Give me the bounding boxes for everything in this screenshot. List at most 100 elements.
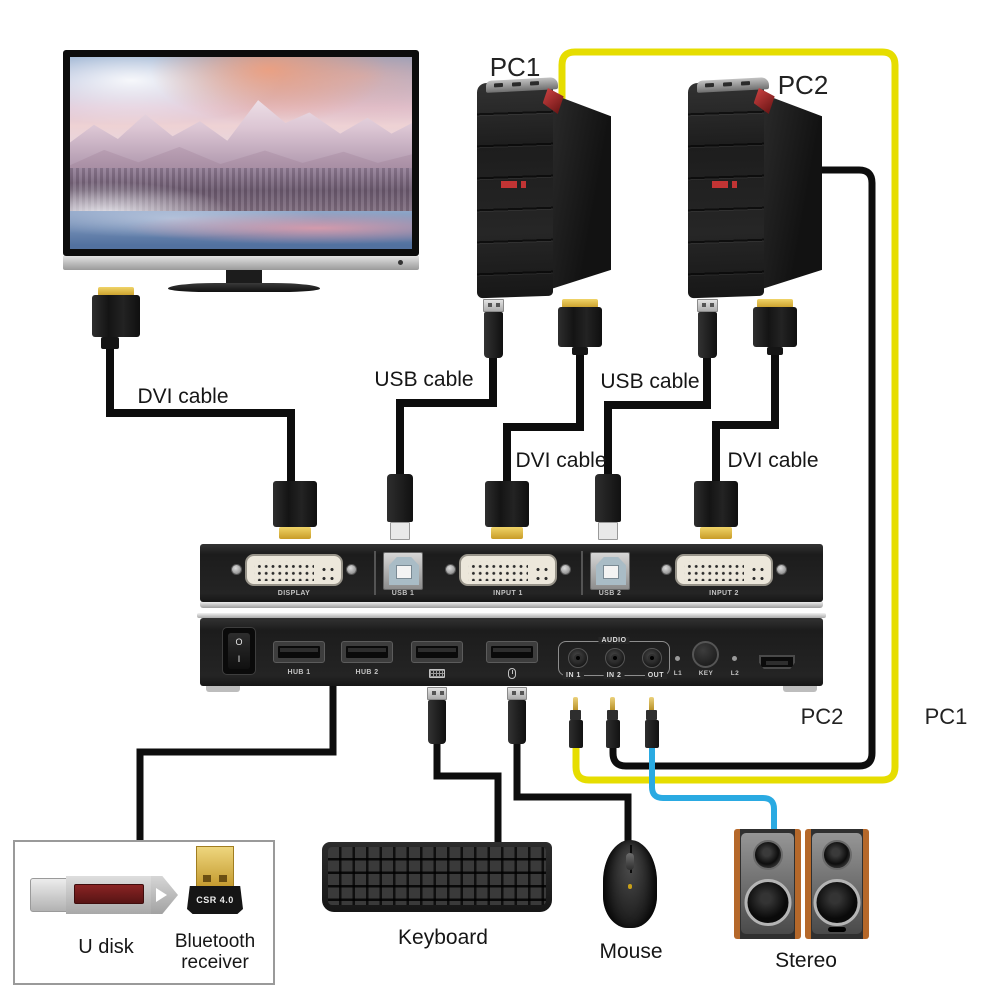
usb-plug-usb2 bbox=[595, 474, 621, 522]
speaker-left bbox=[734, 829, 801, 939]
dvi-connector-pc2 bbox=[753, 307, 797, 347]
audio-out-jack bbox=[642, 648, 662, 668]
speaker-right-tweeter bbox=[822, 840, 852, 870]
pc1-label: PC1 bbox=[489, 52, 541, 82]
usb1-port-label: USB 1 bbox=[391, 590, 415, 597]
cable-dvi-pc1 bbox=[503, 350, 584, 488]
hub2-port bbox=[341, 641, 393, 663]
dvi-cable-label-pc1: DVI cable bbox=[515, 449, 607, 472]
speaker-left-tweeter bbox=[752, 840, 783, 870]
in2-jack-label: IN 2 bbox=[603, 672, 625, 679]
dvi-cable-label-pc2: DVI cable bbox=[727, 449, 819, 472]
input2-screw-left bbox=[661, 564, 672, 575]
usb-connector-pc1-tip bbox=[483, 299, 504, 312]
cable-usb-pc1 bbox=[396, 356, 497, 478]
dvi-connector-pc2-tip bbox=[757, 299, 793, 308]
pc1-front-panel bbox=[477, 80, 554, 299]
pc2-tower bbox=[688, 77, 822, 299]
in1-jack-label: IN 1 bbox=[563, 672, 584, 679]
speaker-right bbox=[805, 829, 869, 939]
input2-dvi-port bbox=[675, 554, 773, 586]
cable-mouse bbox=[513, 740, 632, 848]
bluetooth-dongle-usb bbox=[196, 846, 234, 888]
udisk-stripe bbox=[74, 884, 144, 904]
dvi-connector-tv-neck bbox=[101, 337, 119, 349]
pc1-logo bbox=[501, 180, 538, 188]
hub1-port-label: HUB 1 bbox=[287, 669, 311, 676]
mouse-port bbox=[486, 641, 538, 663]
display-screw-right bbox=[346, 564, 357, 575]
audio-plug-in2 bbox=[606, 720, 620, 748]
pc2-cable-label: PC2 bbox=[800, 704, 844, 729]
display-screw-left bbox=[231, 564, 242, 575]
display-dvi-port bbox=[245, 554, 343, 586]
keyboard-label: Keyboard bbox=[398, 926, 488, 949]
udisk-label: U disk bbox=[78, 936, 134, 958]
dvi-cable-label-tv: DVI cable bbox=[137, 385, 229, 408]
dvi-connector-tv bbox=[92, 295, 140, 337]
bluetooth-label-line2: receiver bbox=[181, 952, 249, 973]
tv-stand-base bbox=[168, 283, 320, 292]
display-port-label: DISPLAY bbox=[277, 590, 311, 597]
mouse-scroll-wheel bbox=[626, 853, 634, 870]
dvi-connector-tv-tip bbox=[98, 287, 134, 296]
input1-screw-left bbox=[445, 564, 456, 575]
bluetooth-dongle-body: CSR 4.0 bbox=[187, 886, 243, 914]
usb2-port-label: USB 2 bbox=[598, 590, 622, 597]
cable-audio-pc2-loop bbox=[609, 166, 876, 770]
audio-plug-in1-pin bbox=[573, 697, 578, 710]
audio-plug-out bbox=[645, 720, 659, 748]
pc1-cable-label: PC1 bbox=[924, 704, 968, 729]
stereo-label: Stereo bbox=[775, 949, 837, 972]
pc1-tower bbox=[477, 77, 611, 299]
hub2-port-label: HUB 2 bbox=[355, 669, 379, 676]
usb-connector-pc2-tip bbox=[697, 299, 718, 312]
audio-section: AUDIO IN 1 IN 2 OUT bbox=[558, 637, 670, 679]
l1-led bbox=[675, 656, 680, 661]
dvi-plug-input1 bbox=[485, 481, 529, 527]
usb-cable-label-pc2: USB cable bbox=[600, 370, 700, 393]
dvi-connector-pc1-neck bbox=[572, 347, 588, 355]
pc2-label: PC2 bbox=[777, 70, 829, 100]
cable-keyboard bbox=[433, 740, 502, 848]
cable-dvi-pc2 bbox=[712, 350, 779, 488]
dvi-plug-input2 bbox=[694, 481, 738, 527]
input1-screw-right bbox=[560, 564, 571, 575]
usb-connector-pc1 bbox=[484, 312, 503, 358]
tv-monitor bbox=[63, 50, 419, 256]
usb-plug-usb1-tip bbox=[390, 522, 410, 540]
pc2-logo bbox=[712, 180, 749, 188]
input2-screw-right bbox=[776, 564, 787, 575]
mouse-usb-plug bbox=[508, 700, 526, 744]
keyboard bbox=[322, 842, 552, 912]
micro-usb-port bbox=[759, 655, 795, 669]
tv-stand-neck bbox=[226, 270, 262, 283]
keyboard-usb-plug-tip bbox=[427, 687, 447, 700]
mouse-icon bbox=[508, 668, 516, 679]
dvi-plug-input2-tip bbox=[700, 527, 732, 539]
speaker-right-woofer bbox=[813, 879, 861, 926]
audio-plug-out-pin bbox=[649, 697, 654, 710]
dvi-plug-display bbox=[273, 481, 317, 527]
l1-led-label: L1 bbox=[673, 670, 683, 677]
dvi-plug-input1-tip bbox=[491, 527, 523, 539]
dvi-connector-pc1-tip bbox=[562, 299, 598, 308]
bluetooth-label-line1: Bluetooth bbox=[174, 931, 256, 952]
input2-port-label: INPUT 2 bbox=[709, 590, 739, 597]
audio-plug-in1 bbox=[569, 720, 583, 748]
dvi-plug-display-tip bbox=[279, 527, 311, 539]
dvi-connector-pc2-neck bbox=[767, 347, 783, 355]
power-switch: O I bbox=[222, 627, 256, 675]
key-button-label: KEY bbox=[698, 670, 714, 677]
audio-in2-jack bbox=[605, 648, 625, 668]
tv-power-led bbox=[398, 260, 403, 265]
speaker-right-port bbox=[828, 927, 846, 932]
audio-plug-in2-pin bbox=[610, 697, 615, 710]
mouse-label: Mouse bbox=[599, 940, 663, 963]
dvi-connector-pc1 bbox=[558, 307, 602, 347]
input1-dvi-port bbox=[459, 554, 557, 586]
keyboard-port bbox=[411, 641, 463, 663]
kvm-foot-right bbox=[783, 686, 817, 692]
tv-scene-river bbox=[70, 210, 412, 249]
keyboard-usb-plug bbox=[428, 700, 446, 744]
